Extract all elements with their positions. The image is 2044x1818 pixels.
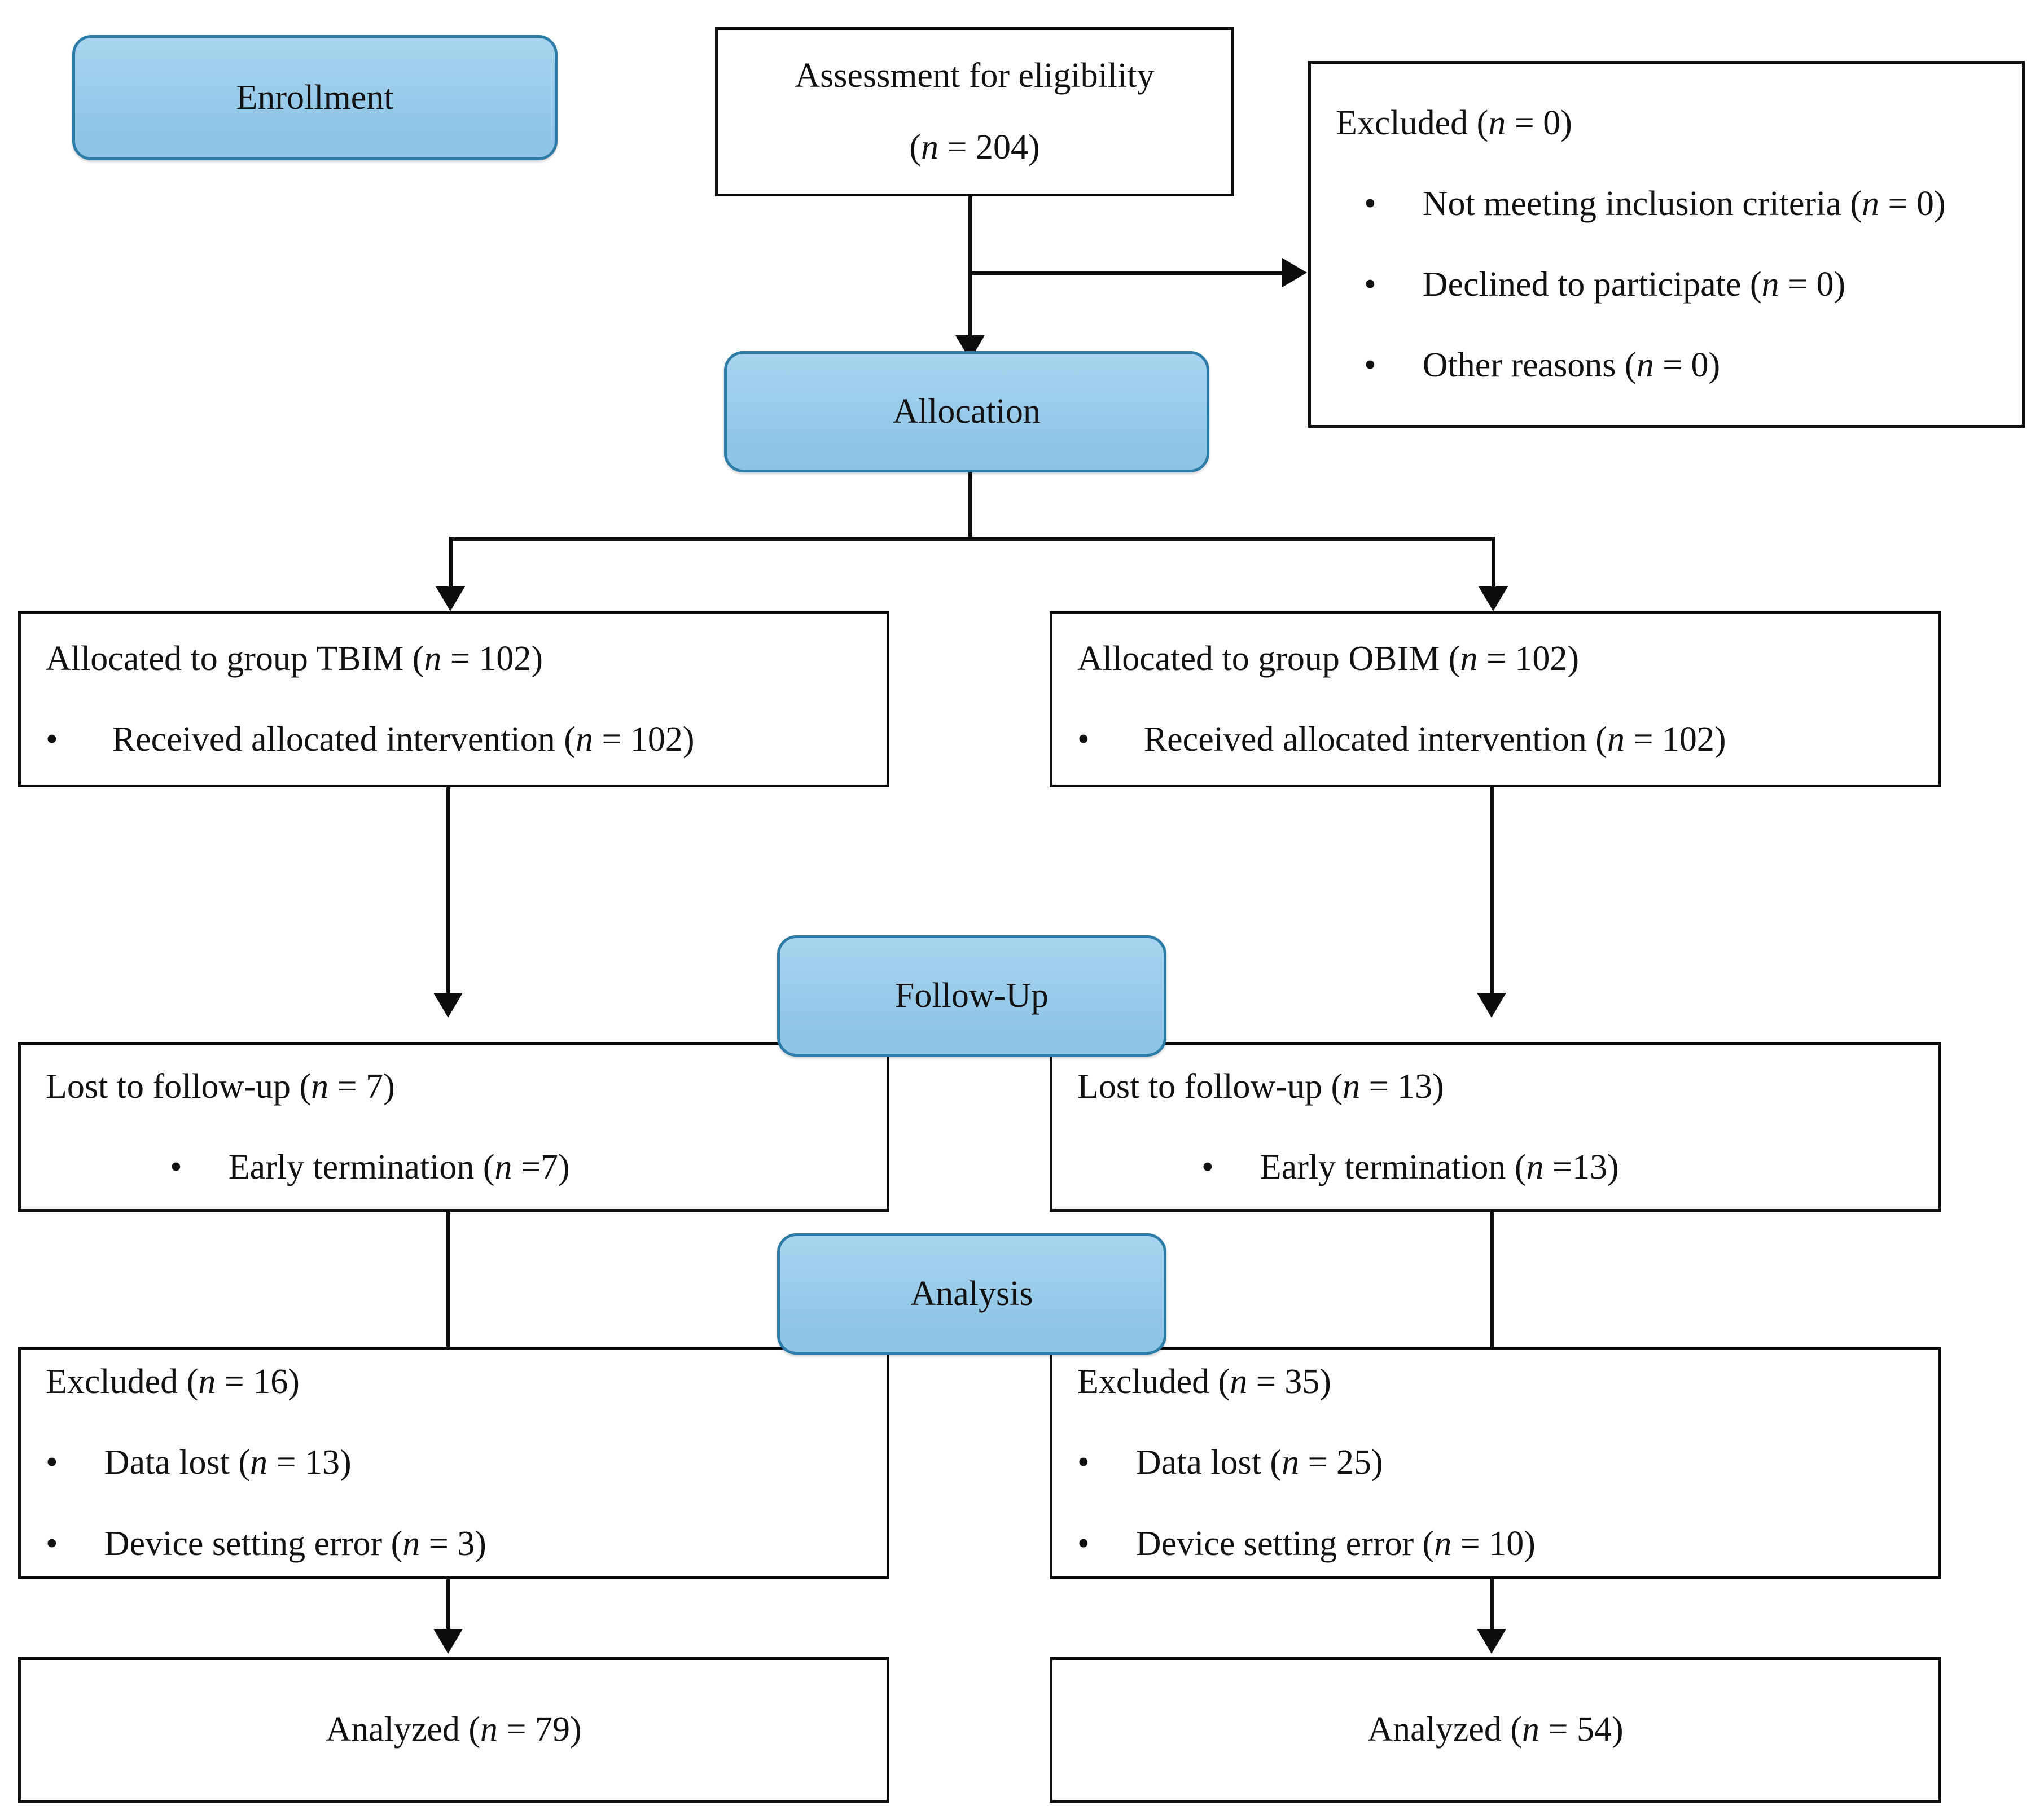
- bullet-icon: •: [1364, 265, 1376, 304]
- allocated-tbim-heading: Allocated to group TBIM (n = 102): [46, 639, 543, 678]
- excluded-analysis-tbim-box: Excluded (n = 16) • Data lost (n = 13) •…: [18, 1347, 889, 1579]
- bullet-icon: •: [46, 1524, 58, 1563]
- connector-tbim-followup-to-excluded: [446, 1212, 450, 1349]
- allocated-obim-heading: Allocated to group OBIM (n = 102): [1077, 639, 1580, 678]
- excluded-analysis-tbim-heading: Excluded (n = 16): [46, 1363, 300, 1401]
- excluded-analysis-tbim-bullet-1: • Data lost (n = 13): [46, 1443, 352, 1482]
- connector-allocation-down: [968, 472, 972, 540]
- excluded-analysis-obim-bullet-2: • Device setting error (n = 10): [1077, 1524, 1536, 1563]
- connector-assessment-to-excluded: [968, 271, 1282, 275]
- bullet-icon: •: [1201, 1148, 1214, 1186]
- connector-allocation-split: [449, 537, 1495, 541]
- connector-obim-to-followup: [1490, 787, 1494, 1000]
- assessment-for-eligibility-box: Assessment for eligibility (n = 204): [715, 27, 1234, 196]
- arrowhead-obim-followup: [1477, 993, 1506, 1018]
- arrowhead-to-excluded-enrollment: [1282, 258, 1307, 287]
- lost-followup-obim-box: Lost to follow-up (n = 13) • Early termi…: [1050, 1042, 1941, 1212]
- bullet-icon: •: [46, 1443, 58, 1482]
- arrowhead-obim-analyzed: [1477, 1629, 1506, 1654]
- connector-assessment-vertical: [968, 196, 972, 342]
- excluded-enrollment-bullet-3: • Other reasons (n = 0): [1364, 346, 1721, 385]
- connector-allocation-right-drop: [1492, 537, 1495, 593]
- lost-followup-tbim-bullet: • Early termination (n =7): [170, 1148, 570, 1186]
- lost-followup-tbim-heading: Lost to follow-up (n = 7): [46, 1067, 395, 1106]
- stage-label-followup: Follow-Up: [777, 935, 1166, 1057]
- arrowhead-allocation-left: [436, 586, 465, 611]
- allocated-tbim-box: Allocated to group TBIM (n = 102) • Rece…: [18, 611, 889, 787]
- stage-label-analysis-text: Analysis: [910, 1274, 1033, 1313]
- stage-label-enrollment-text: Enrollment: [236, 78, 394, 117]
- stage-label-followup-text: Follow-Up: [894, 976, 1049, 1015]
- bullet-icon: •: [1364, 346, 1376, 385]
- bullet-icon: •: [46, 720, 58, 759]
- bullet-icon: •: [1077, 1524, 1090, 1563]
- connector-tbim-to-followup: [446, 787, 450, 1000]
- allocated-obim-box: Allocated to group OBIM (n = 102) • Rece…: [1050, 611, 1941, 787]
- excluded-enrollment-box: Excluded (n = 0) • Not meeting inclusion…: [1308, 61, 2025, 428]
- arrowhead-tbim-followup: [433, 993, 463, 1018]
- arrowhead-tbim-analyzed: [433, 1629, 463, 1654]
- analyzed-tbim-text: Analyzed (n = 79): [326, 1710, 582, 1749]
- connector-obim-followup-to-excluded: [1490, 1212, 1494, 1349]
- stage-label-analysis: Analysis: [777, 1233, 1166, 1355]
- lost-followup-tbim-box: Lost to follow-up (n = 7) • Early termin…: [18, 1042, 889, 1212]
- excluded-enrollment-bullet-1: • Not meeting inclusion criteria (n = 0): [1364, 184, 1946, 223]
- analyzed-obim-box: Analyzed (n = 54): [1050, 1657, 1941, 1803]
- arrowhead-allocation-right: [1479, 586, 1508, 611]
- excluded-enrollment-bullet-2: • Declined to participate (n = 0): [1364, 265, 1846, 304]
- bullet-icon: •: [170, 1148, 182, 1186]
- excluded-analysis-obim-bullet-1: • Data lost (n = 25): [1077, 1443, 1383, 1482]
- bullet-icon: •: [1077, 720, 1090, 759]
- excluded-enrollment-heading: Excluded (n = 0): [1336, 103, 1572, 142]
- analyzed-obim-text: Analyzed (n = 54): [1367, 1710, 1624, 1749]
- assessment-count: (n = 204): [909, 128, 1040, 167]
- excluded-analysis-obim-heading: Excluded (n = 35): [1077, 1363, 1331, 1401]
- connector-tbim-excluded-to-analyzed: [446, 1579, 450, 1636]
- excluded-analysis-tbim-bullet-2: • Device setting error (n = 3): [46, 1524, 486, 1563]
- allocated-tbim-bullet: • Received allocated intervention (n = 1…: [46, 720, 695, 759]
- lost-followup-obim-bullet: • Early termination (n =13): [1201, 1148, 1619, 1186]
- assessment-title: Assessment for eligibility: [795, 56, 1155, 95]
- connector-allocation-left-drop: [449, 537, 453, 593]
- stage-label-enrollment: Enrollment: [72, 35, 558, 160]
- bullet-icon: •: [1077, 1443, 1090, 1482]
- bullet-icon: •: [1364, 184, 1376, 223]
- connector-obim-excluded-to-analyzed: [1490, 1579, 1494, 1636]
- allocated-obim-bullet: • Received allocated intervention (n = 1…: [1077, 720, 1726, 759]
- excluded-analysis-obim-box: Excluded (n = 35) • Data lost (n = 25) •…: [1050, 1347, 1941, 1579]
- lost-followup-obim-heading: Lost to follow-up (n = 13): [1077, 1067, 1444, 1106]
- analyzed-tbim-box: Analyzed (n = 79): [18, 1657, 889, 1803]
- stage-label-allocation-text: Allocation: [893, 392, 1041, 431]
- stage-label-allocation: Allocation: [724, 351, 1209, 472]
